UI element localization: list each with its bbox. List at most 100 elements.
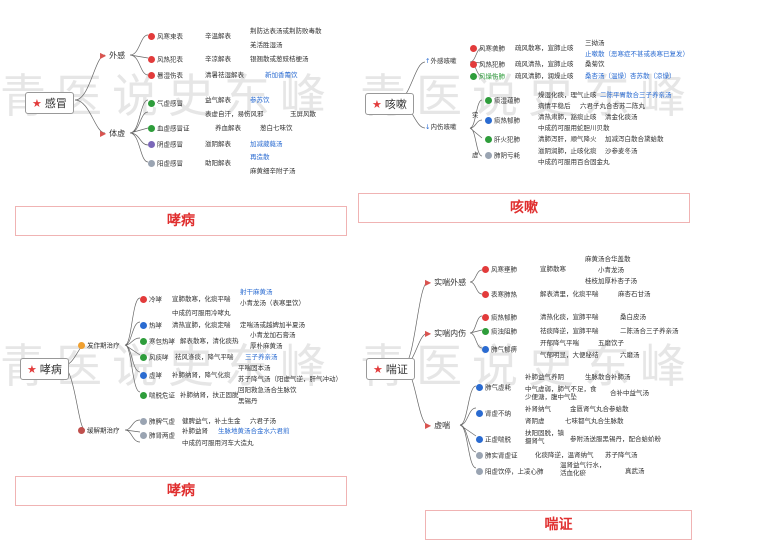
node-k-tanshi-treat: 燥湿化痰，理气止咳: [538, 91, 597, 99]
dot-icon: [148, 125, 155, 132]
caption-panel-2: 咳嗽: [358, 193, 690, 223]
dot-icon: [140, 338, 147, 345]
node-k-fengzao-f1: 桑杏汤（温燥）: [585, 72, 631, 80]
node-c-shenxu-treat: 补肾纳气: [525, 405, 551, 413]
node-x-lengxiao-treat: 宣肺散寒，化痰平喘: [172, 295, 231, 303]
node-fenghan-f1: 荆防达表汤或荆防败毒散: [250, 27, 322, 35]
node-x-lengxiao-f1: 射干麻黄汤: [240, 288, 273, 296]
dot-icon: [482, 291, 489, 298]
star-icon: ★: [373, 363, 383, 376]
dot-icon: [485, 117, 492, 124]
dot-icon: [148, 160, 155, 167]
node-k-fengre-f1: 桑菊饮: [585, 60, 605, 68]
dot-icon: [476, 452, 483, 459]
dot-icon: [470, 73, 477, 80]
node-x-chuantuo-f1: 回阳救急汤合生脉饮: [238, 386, 297, 394]
node-x-feipi-treat: 健脾益气，补土生金: [182, 417, 241, 425]
node-x-feishen-f1: 生脉地黄汤合金水六君煎: [218, 427, 290, 435]
node-fenghan-f2: 羌活胜湿汤: [250, 41, 283, 49]
node-c-feiqixu-f1: 生脉散合补肺汤: [585, 373, 631, 381]
node-k-pingwen: 病情平稳后: [538, 102, 571, 110]
dot-icon: [476, 468, 483, 475]
branch-tixu: ▶体虚: [100, 129, 126, 138]
branch-xuchuan: ▶虚喘: [425, 421, 451, 430]
node-k-fenghan-f1: 三拗汤: [585, 39, 605, 47]
branch-fazuo: 发作期治疗: [78, 342, 120, 349]
dot-icon: [476, 436, 483, 443]
node-xuexu-treat: 养血解表: [215, 124, 241, 132]
node-c-tanre: 痰热郁肺: [482, 314, 517, 321]
node-c-feishi: 肺实肾虚证: [476, 452, 518, 459]
node-k-tanre-f1: 清金化痰汤: [605, 113, 638, 121]
node-x-fengtan-treat: 祛风涤痰，降气平喘: [175, 353, 234, 361]
node-fengre-treat: 辛凉解表: [205, 55, 231, 63]
node-k-tanshi-f1: 二陈平胃散合三子养亲汤: [600, 91, 672, 99]
node-x-chuantuo: 喘脱危证: [140, 392, 175, 399]
dot-icon: [482, 328, 489, 335]
root-kesou: ★咳嗽: [365, 93, 414, 115]
node-qixu: 气虚感冒: [148, 100, 183, 107]
node-x-lengxiao: 冷哮: [140, 296, 162, 303]
node-c-fenghan-f3: 桂枝加厚朴杏子汤: [585, 277, 637, 285]
node-c-zhengxu-treat: 扶阳固脱，镇摄肾气: [525, 429, 564, 445]
flag-icon: ▶: [425, 329, 432, 338]
dot-icon: [140, 322, 147, 329]
node-qixu-treat: 益气解表: [205, 96, 231, 104]
node-x-xuxiao: 虚哮: [140, 372, 162, 379]
node-c-tanre-treat: 清热化痰，宣肺平喘: [540, 313, 599, 321]
node-x-lengxiaowan: 中成药可服用冷哮丸: [172, 309, 231, 317]
node-c-tanre-f1: 桑白皮汤: [620, 313, 646, 321]
flag-icon: ▶: [425, 421, 432, 430]
node-k-fengzao-f2: 杏苏散（凉燥）: [630, 72, 676, 80]
node-k-fengzao: 风燥伤肺: [470, 73, 505, 80]
node-fengre-f1: 银翘散或葱豉桔梗汤: [250, 55, 309, 63]
dot-icon: [148, 33, 155, 40]
side-shi: 实: [472, 111, 479, 119]
dot-icon: [485, 136, 492, 143]
branch-huanjie: 缓解期治疗: [78, 427, 120, 434]
node-k-feiyin: 肺阴亏耗: [485, 152, 520, 159]
node-x-lengxiao-f2: 小青龙汤（表寒里饮）: [240, 299, 305, 307]
dot-icon: [140, 296, 147, 303]
node-yangxu-f1: 再造散: [250, 153, 270, 161]
node-c-shenyin-f1: 七味都气丸合生脉散: [565, 417, 624, 425]
node-c-biaohan: 表寒肺热: [482, 291, 517, 298]
dot-icon: [476, 384, 483, 391]
node-x-xuxiao-f2: 苏子降气汤（阳虚气逆，肝气冲动）: [238, 375, 342, 383]
node-c-fenghan-treat: 宣肺散寒: [540, 265, 566, 273]
node-yangxu-treat: 助阳解表: [205, 159, 231, 167]
node-x-feipi-f1: 六君子汤: [250, 417, 276, 425]
node-c-feiqixu: 肺气虚耗: [476, 384, 511, 391]
node-fengre: 风热犯表: [148, 56, 183, 63]
node-c-tanzhuo-f1: 二陈汤合三子养亲汤: [620, 327, 679, 335]
node-yinxu: 阴虚感冒: [148, 141, 183, 148]
node-c-fenghan-f1: 麻黄汤合华盖散: [585, 255, 631, 263]
node-xuexu: 血虚感冒证: [148, 125, 190, 132]
node-k-fengre-treat: 疏风清热，宣肺止咳: [515, 60, 574, 68]
dot-icon: [482, 266, 489, 273]
node-k-ganhuo: 肝火犯肺: [485, 136, 520, 143]
dot-icon: [470, 61, 477, 68]
node-c-tanzhuo: 痰浊阻肺: [482, 328, 517, 335]
node-c-feiqixu-treat: 补肺益气养阴: [525, 373, 564, 381]
node-k-fenghan: 风寒袭肺: [470, 45, 505, 52]
dot-icon: [148, 100, 155, 107]
node-x-feipi: 肺脾气虚: [140, 418, 175, 425]
node-yinxu-f1: 加减葳蕤汤: [250, 140, 283, 148]
branch-shichuan-waigan: ▶实喘外感: [425, 278, 467, 287]
node-k-tanshi: 痰湿蕴肺: [485, 97, 520, 104]
root-xiao: ★哮病: [20, 358, 69, 380]
star-icon: ★: [32, 97, 42, 110]
node-k-feiyin-treat: 滋阴润肺，止咳化痰: [538, 147, 597, 155]
node-c-feiqi-treat: 开郁降气平喘: [540, 339, 579, 347]
node-xuexu-f1: 葱白七味饮: [260, 124, 293, 132]
star-icon: ★: [372, 98, 382, 111]
caption-panel-1: 哮病: [15, 206, 347, 236]
node-c-fenghan-f2: 小青龙汤: [598, 266, 624, 274]
node-c-feiqi-f1: 五磨饮子: [598, 339, 624, 347]
node-x-rexiao: 热哮: [140, 322, 162, 329]
node-x-chuantuo-treat: 补肺纳肾，扶正固脱: [180, 391, 239, 399]
flag-icon: ▶: [100, 51, 107, 60]
node-c-yangxu-treat: 温肾益气行水，活血化瘀: [560, 461, 606, 477]
